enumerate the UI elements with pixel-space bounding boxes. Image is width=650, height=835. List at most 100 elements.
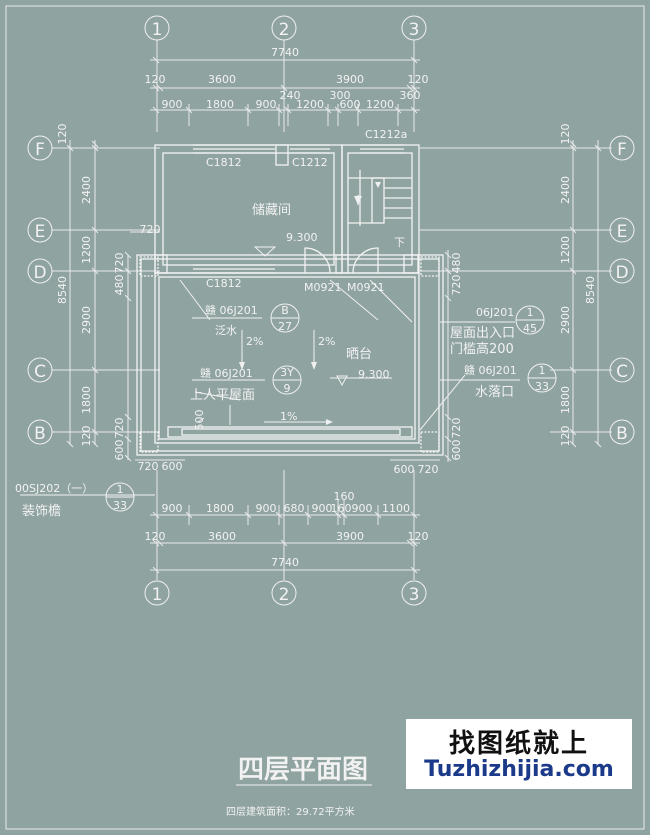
dim-bot-r1-6: 900	[352, 502, 373, 515]
dim-top-r3-3: 240	[280, 89, 301, 102]
grid-label-f-right: F	[617, 140, 627, 160]
grid-label-1-top: 1	[152, 20, 163, 40]
dim-right-3: 2900	[559, 306, 572, 334]
grid-label-e-left: E	[35, 222, 46, 242]
detail-b1-top: B	[281, 304, 289, 317]
dim-top-r3-2: 900	[256, 98, 277, 111]
grid-label-c-left: C	[34, 362, 46, 382]
grid-label-b-left: B	[34, 424, 46, 444]
drain-label: 水落口	[475, 385, 514, 400]
dim-plan-720: 720	[138, 460, 159, 473]
dim-bot-r1-3: 680	[284, 502, 305, 515]
flashing-label: 泛水	[215, 324, 237, 337]
grid-label-2-top: 2	[279, 20, 290, 40]
dim-top-r2-1: 3600	[208, 73, 236, 86]
door-m0921-left: M0921	[304, 281, 342, 294]
dim-right-0: 120	[559, 124, 572, 145]
stair-down-label: 下	[394, 236, 405, 249]
floor-area-note: 四层建筑面积：29.72平方米	[226, 805, 355, 818]
dim-right-small-1: 720	[450, 275, 463, 296]
dim-top-total: 7740	[271, 46, 299, 59]
ref-label-3: 06J201	[476, 306, 514, 319]
dim-bot-r2-0: 120	[145, 530, 166, 543]
dim-top-r3-7: 1200	[366, 98, 394, 111]
detail-b1-bottom: 27	[278, 320, 292, 333]
dim-top-r2-2: 3900	[336, 73, 364, 86]
dim-right-small-2: 720	[450, 418, 463, 439]
watermark-logo: 找图纸就上 Tuzhizhijia.com	[406, 719, 632, 789]
watermark-en: Tuzhizhijia.com	[424, 757, 614, 782]
grid-label-3-top: 3	[409, 20, 420, 40]
dim-plan-500: 500	[193, 410, 206, 431]
dim-bot-total: 7740	[271, 556, 299, 569]
dim-bot-r1-1: 1800	[206, 502, 234, 515]
grid-label-f-left: F	[35, 140, 45, 160]
slope-label-3: 1%	[280, 410, 297, 423]
dim-top-r3-8: 360	[400, 89, 421, 102]
elevation-terrace: 9.300	[358, 368, 390, 381]
dim-top-r3-4: 1200	[296, 98, 324, 111]
detail-b2-top: 3Y	[280, 366, 294, 379]
ref-label-4: 赣 06J201	[464, 363, 517, 377]
drawing-frame	[5, 5, 645, 830]
dim-top-r3-0: 900	[162, 98, 183, 111]
dim-bot-160: 160	[334, 490, 355, 503]
detail-b3-bottom: 45	[523, 322, 537, 335]
grid-label-1-bottom: 1	[152, 585, 163, 605]
dim-right-1: 2400	[559, 176, 572, 204]
ref-label-2: 赣 06J201	[200, 366, 253, 380]
deco-eave-label: 装饰檐	[22, 504, 61, 519]
grid-label-c-right: C	[616, 362, 628, 382]
dim-plan-600-right: 600	[394, 463, 415, 476]
dim-left-small-2: 720	[113, 418, 126, 439]
dim-left-4: 1800	[80, 386, 93, 414]
dim-bot-r1-2: 900	[256, 502, 277, 515]
room-label-terrace: 晒台	[346, 347, 372, 362]
detail-b5-bottom: 33	[113, 499, 127, 512]
window-c1212a: C1212a	[365, 128, 407, 141]
dim-top-r2-0: 120	[145, 73, 166, 86]
roof-access-label: 上人平屋面	[190, 388, 255, 403]
dim-left-2: 1200	[80, 236, 93, 264]
dim-right-2: 1200	[559, 236, 572, 264]
slope-label-2: 2%	[318, 335, 335, 348]
watermark-cn: 找图纸就上	[448, 729, 589, 759]
dim-left-3: 2900	[80, 306, 93, 334]
dim-left-total: 8540	[56, 276, 69, 304]
roof-exit-label: 屋面出入口	[450, 326, 515, 341]
dim-right-5: 120	[559, 426, 572, 447]
elevation-storage: 9.300	[286, 231, 318, 244]
dim-top-r3-5: 300	[330, 89, 351, 102]
dim-plan-720-right: 720	[418, 463, 439, 476]
dim-right-small-3: 600	[450, 440, 463, 461]
dim-right-small-0: 480	[450, 253, 463, 274]
dim-left-small-1: 480	[113, 275, 126, 296]
dim-right-total: 8540	[584, 276, 597, 304]
dim-bot-r2-1: 3600	[208, 530, 236, 543]
detail-b4-top: 1	[539, 364, 546, 377]
grid-label-3-bottom: 3	[409, 585, 420, 605]
dim-bot-r1-0: 900	[162, 502, 183, 515]
dim-left-1: 2400	[80, 176, 93, 204]
threshold-label: 门槛高200	[450, 341, 514, 357]
dim-bot-r2-3: 120	[408, 530, 429, 543]
room-label-storage: 储藏间	[252, 203, 291, 218]
dim-top-r3-6: 600	[340, 98, 361, 111]
grid-label-d-left: D	[33, 263, 46, 283]
dim-left-5: 120	[80, 426, 93, 447]
dim-plan-600: 600	[162, 460, 183, 473]
dim-bot-r1-4: 900	[312, 502, 333, 515]
dim-left-small-0: 720	[113, 253, 126, 274]
dim-bot-r1-7: 1100	[382, 502, 410, 515]
detail-b4-bottom: 33	[535, 380, 549, 393]
window-c1212: C1212	[292, 156, 328, 169]
dim-bot-r2-2: 3900	[336, 530, 364, 543]
door-m0921-right: M0921	[347, 281, 385, 294]
grid-label-e-right: E	[617, 222, 628, 242]
dim-left-small-3: 600	[113, 440, 126, 461]
dim-top-r2-3: 120	[408, 73, 429, 86]
grid-label-2-bottom: 2	[279, 585, 290, 605]
dim-right-4: 1800	[559, 386, 572, 414]
drawing-title: 四层平面图	[238, 755, 368, 785]
